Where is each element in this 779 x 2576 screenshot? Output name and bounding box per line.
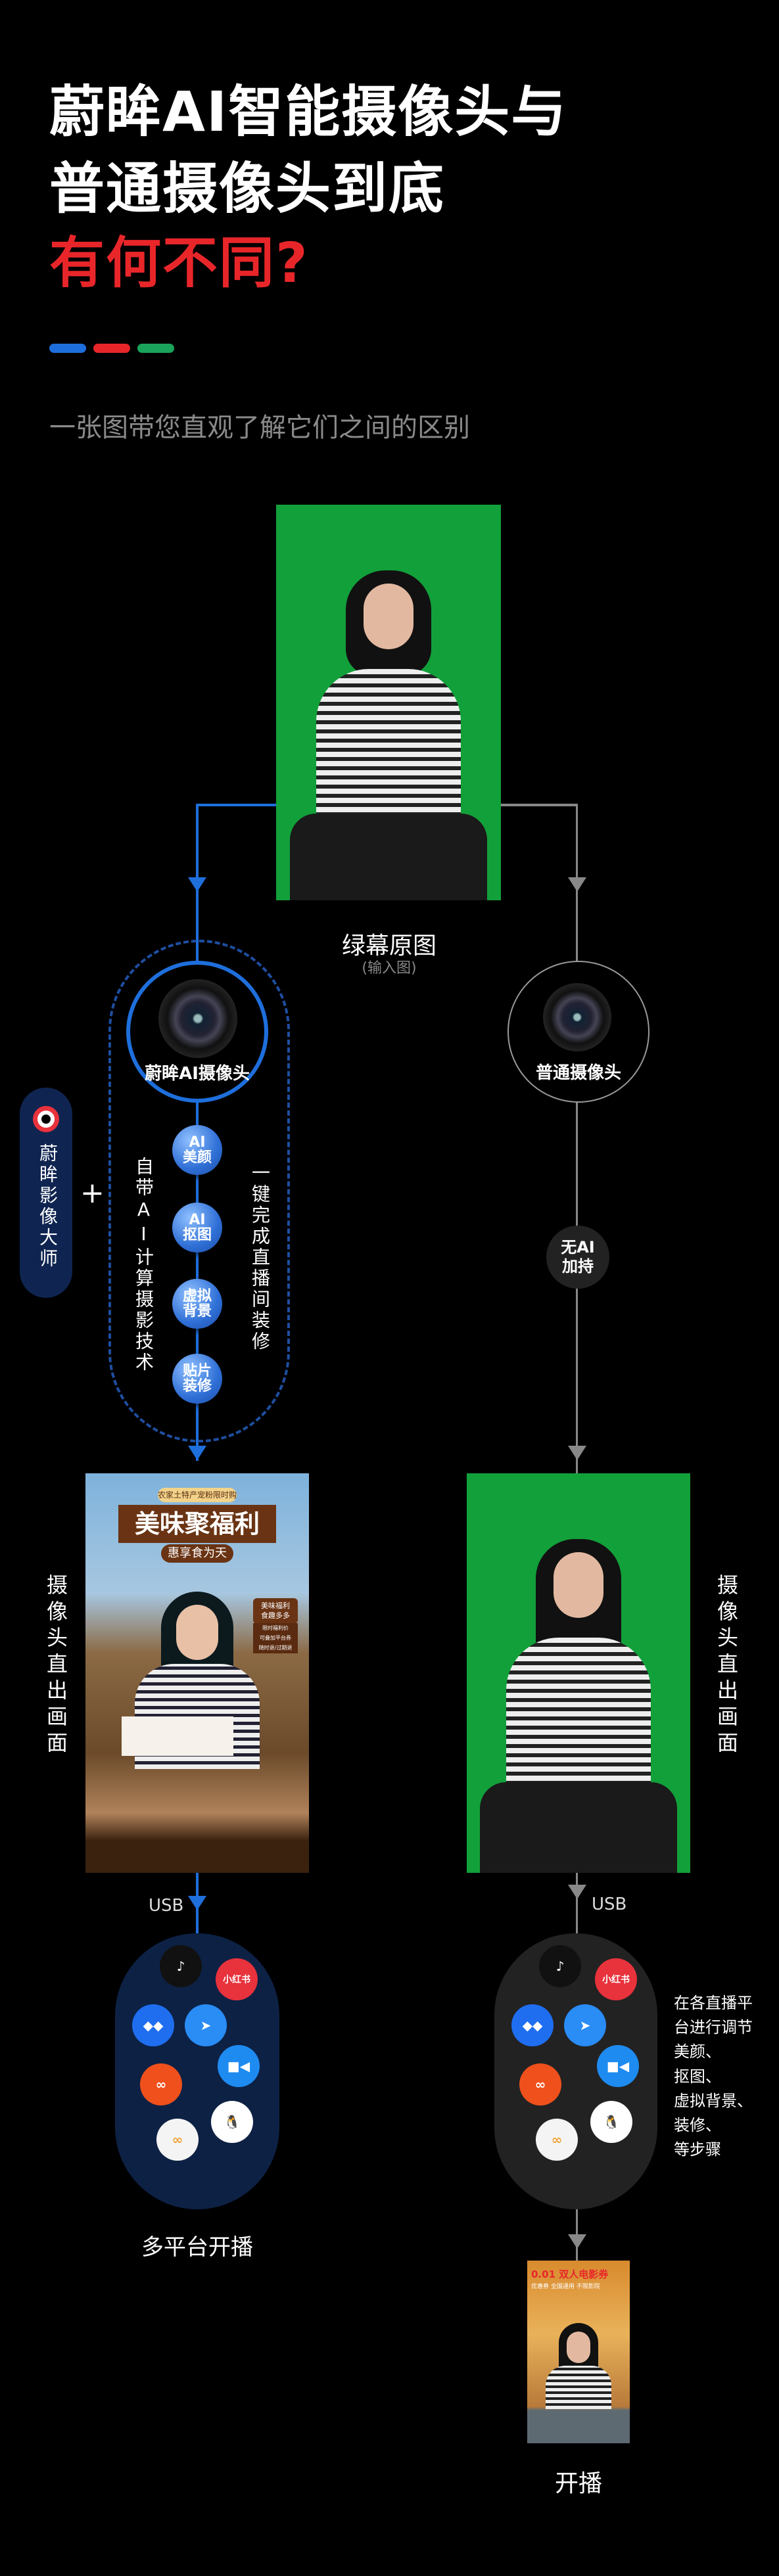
app-badge-yingxiang[interactable]: 蔚眸影像大师 [20,1088,72,1298]
connector [576,804,578,1474]
feature-ai-matting: AI 抠图 [172,1203,222,1253]
kuaishou-icon[interactable]: ∞ [140,2063,182,2105]
poster-side-title: 美味福利 食趣多多 [253,1598,298,1624]
kuaishou-icon[interactable]: ∞ [519,2063,561,2105]
app-logo-icon [33,1106,59,1132]
accent-bar-red [93,344,130,353]
poster-side-item: 限时福利价 [262,1625,289,1631]
feature-virtual-bg: 虚拟 背景 [172,1279,222,1329]
video-meeting-icon[interactable]: ■◀ [218,2045,260,2087]
feature-sticker-decor: 贴片 装修 [172,1354,222,1404]
normal-camera-label: 普通摄像头 [535,1063,621,1083]
no-ai-badge: 无AI 加持 [546,1226,609,1289]
connector [197,804,276,806]
note-line: 等步骤 [674,2140,721,2159]
arrow-down-icon [568,1885,586,1899]
xiaohongshu-icon[interactable]: 小红书 [216,1958,258,2000]
note-line: 抠图、 [674,2067,721,2086]
ai-output-label: 摄像头直出画面 [43,1574,68,1758]
poster-headline: 美味聚福利 [118,1505,276,1543]
feishu-icon[interactable]: ◆◆ [511,2004,554,2046]
arrow-down-icon [568,1446,586,1460]
camera-lens-icon [158,979,237,1058]
source-sublabel: (输入图) [362,960,417,977]
arrow-down-icon [188,877,206,892]
feishu-icon[interactable]: ◆◆ [132,2004,174,2046]
ai-process-group [108,940,290,1442]
tiktok-icon[interactable]: ♪ [160,1945,202,1987]
note-line: 在各直播平 [674,1994,753,2012]
plus-icon: + [80,1176,105,1210]
arrow-down-icon [568,2234,586,2249]
title-line-2: 普通摄像头到底 [49,156,446,221]
final-live-photo: 0.01 双人电影券 优惠券 全国通用 不限影院 [527,2261,630,2443]
poster-tag: 农家土特产宠粉限时购 [158,1488,237,1502]
accent-bar-blue [49,344,86,353]
qq-icon[interactable]: 🐧 [211,2101,253,2143]
dingtalk-icon[interactable]: ➤ [185,2004,227,2046]
title-line-3: 有何不同? [49,231,309,295]
normal-platforms-pill: ♪ 小红书 ◆◆➤■◀ ∞ 🐧 ∞ [494,1933,657,2209]
usb-label: USB [149,1896,184,1916]
note-line: 美颜、 [674,2042,721,2061]
arrow-down-icon [568,877,586,892]
connector [501,804,577,806]
ai-camera-circle: 蔚眸AI摄像头 [126,961,268,1103]
poster-sub: 惠享食为天 [161,1544,233,1563]
normal-output-photo [467,1473,690,1873]
right-note: 一键完成直播间装修 [249,1163,271,1352]
final-poster-sub: 优惠券 全国通用 不限影院 [531,2284,600,2290]
normal-camera-circle: 普通摄像头 [508,961,649,1103]
qq-icon[interactable]: 🐧 [590,2101,632,2143]
poster-side-item: 可叠加平台券 [260,1635,291,1642]
title-line-1: 蔚眸AI智能摄像头与 [49,80,568,144]
video-meeting-icon[interactable]: ■◀ [597,2045,639,2087]
app-name: 蔚眸影像大师 [37,1143,59,1270]
poster-side-item: 随时退/过期退 [258,1645,293,1651]
camera-lens-icon [543,983,611,1051]
go-live-label: 开播 [554,2470,602,2497]
ai-camera-label: 蔚眸AI摄像头 [145,1064,250,1084]
normal-note: 在各直播平 台进行调节 美颜、 抠图、 虚拟背景、 装修、 等步骤 [674,1991,753,2162]
arrow-down-icon [188,1446,206,1460]
note-line: 虚拟背景、 [674,2091,753,2110]
multi-platform-label: 多平台开播 [141,2234,253,2261]
ai-platforms-pill: ♪ 小红书 ◆◆ ➤■◀ ∞ 🐧 ∞ [115,1933,279,2209]
note-line: 装修、 [674,2115,721,2134]
tiktok-icon[interactable]: ♪ [539,1945,581,1987]
ai-output-photo: 农家土特产宠粉限时购 美味聚福利 惠享食为天 美味福利 食趣多多 限时福利价 可… [85,1473,309,1873]
feature-ai-beauty: AI 美颜 [172,1125,222,1175]
accent-bar-green [137,344,174,353]
normal-output-label: 摄像头直出画面 [714,1574,739,1758]
final-poster-headline: 0.01 双人电影券 [531,2268,609,2280]
dingtalk-icon[interactable]: ➤ [564,2004,606,2046]
arrow-down-icon [188,1896,206,1910]
note-line: 台进行调节 [674,2018,753,2037]
source-label: 绿幕原图 [341,932,437,959]
green-screen-photo [276,505,501,900]
channels-icon[interactable]: ∞ [156,2119,199,2161]
left-note: 自带AI计算摄影技术 [133,1157,154,1373]
channels-icon[interactable]: ∞ [536,2119,578,2161]
subtitle: 一张图带您直观了解它们之间的区别 [49,413,470,443]
xiaohongshu-icon[interactable]: 小红书 [595,1958,637,2000]
usb-label: USB [592,1895,627,1914]
